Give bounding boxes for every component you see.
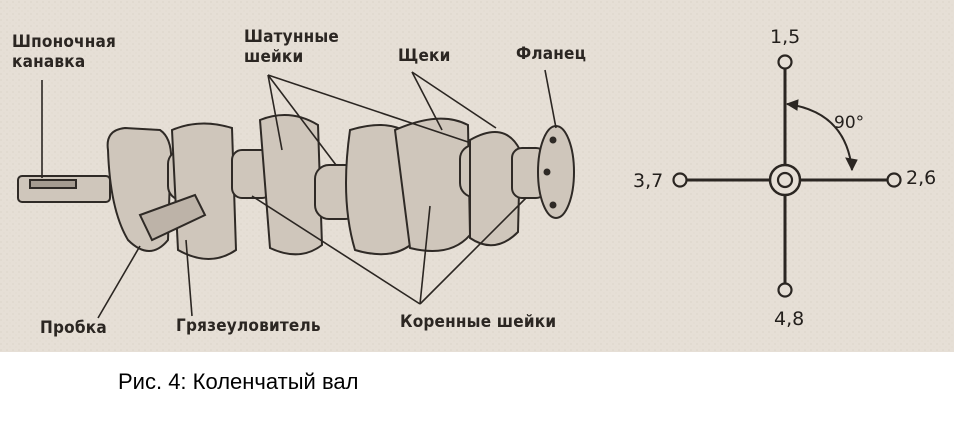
cheek-2 <box>170 122 238 260</box>
figure-caption: Рис. 4: Коленчатый вал <box>118 369 359 394</box>
leader-lines <box>41 69 557 319</box>
keyway-slot <box>29 179 77 189</box>
label-crankpins: Шатунные шейки <box>244 27 339 67</box>
firing-label-bottom: 4,8 <box>774 308 805 330</box>
label-keyway: Шпоночная канавка <box>12 32 117 72</box>
crankshaft <box>17 114 575 260</box>
firing-label-left: 3,7 <box>633 170 664 192</box>
crankshaft-figure: Шпоночная канавка Шатунные шейки Щеки Фл… <box>0 0 954 352</box>
firing-label-right: 2,6 <box>906 167 937 189</box>
label-flange: Фланец <box>516 44 587 64</box>
sludge-trap <box>138 193 207 242</box>
firing-order-diagram <box>672 54 902 298</box>
label-cheeks: Щеки <box>398 46 451 66</box>
label-main-journals: Коренные шейки <box>400 312 557 332</box>
angle-label: 90° <box>834 113 865 133</box>
label-plug: Пробка <box>40 318 107 338</box>
cheek-3 <box>258 114 324 256</box>
firing-label-top: 1,5 <box>770 26 801 48</box>
label-sludge-trap: Грязеуловитель <box>176 316 321 336</box>
crankshaft-drawing <box>0 0 954 352</box>
